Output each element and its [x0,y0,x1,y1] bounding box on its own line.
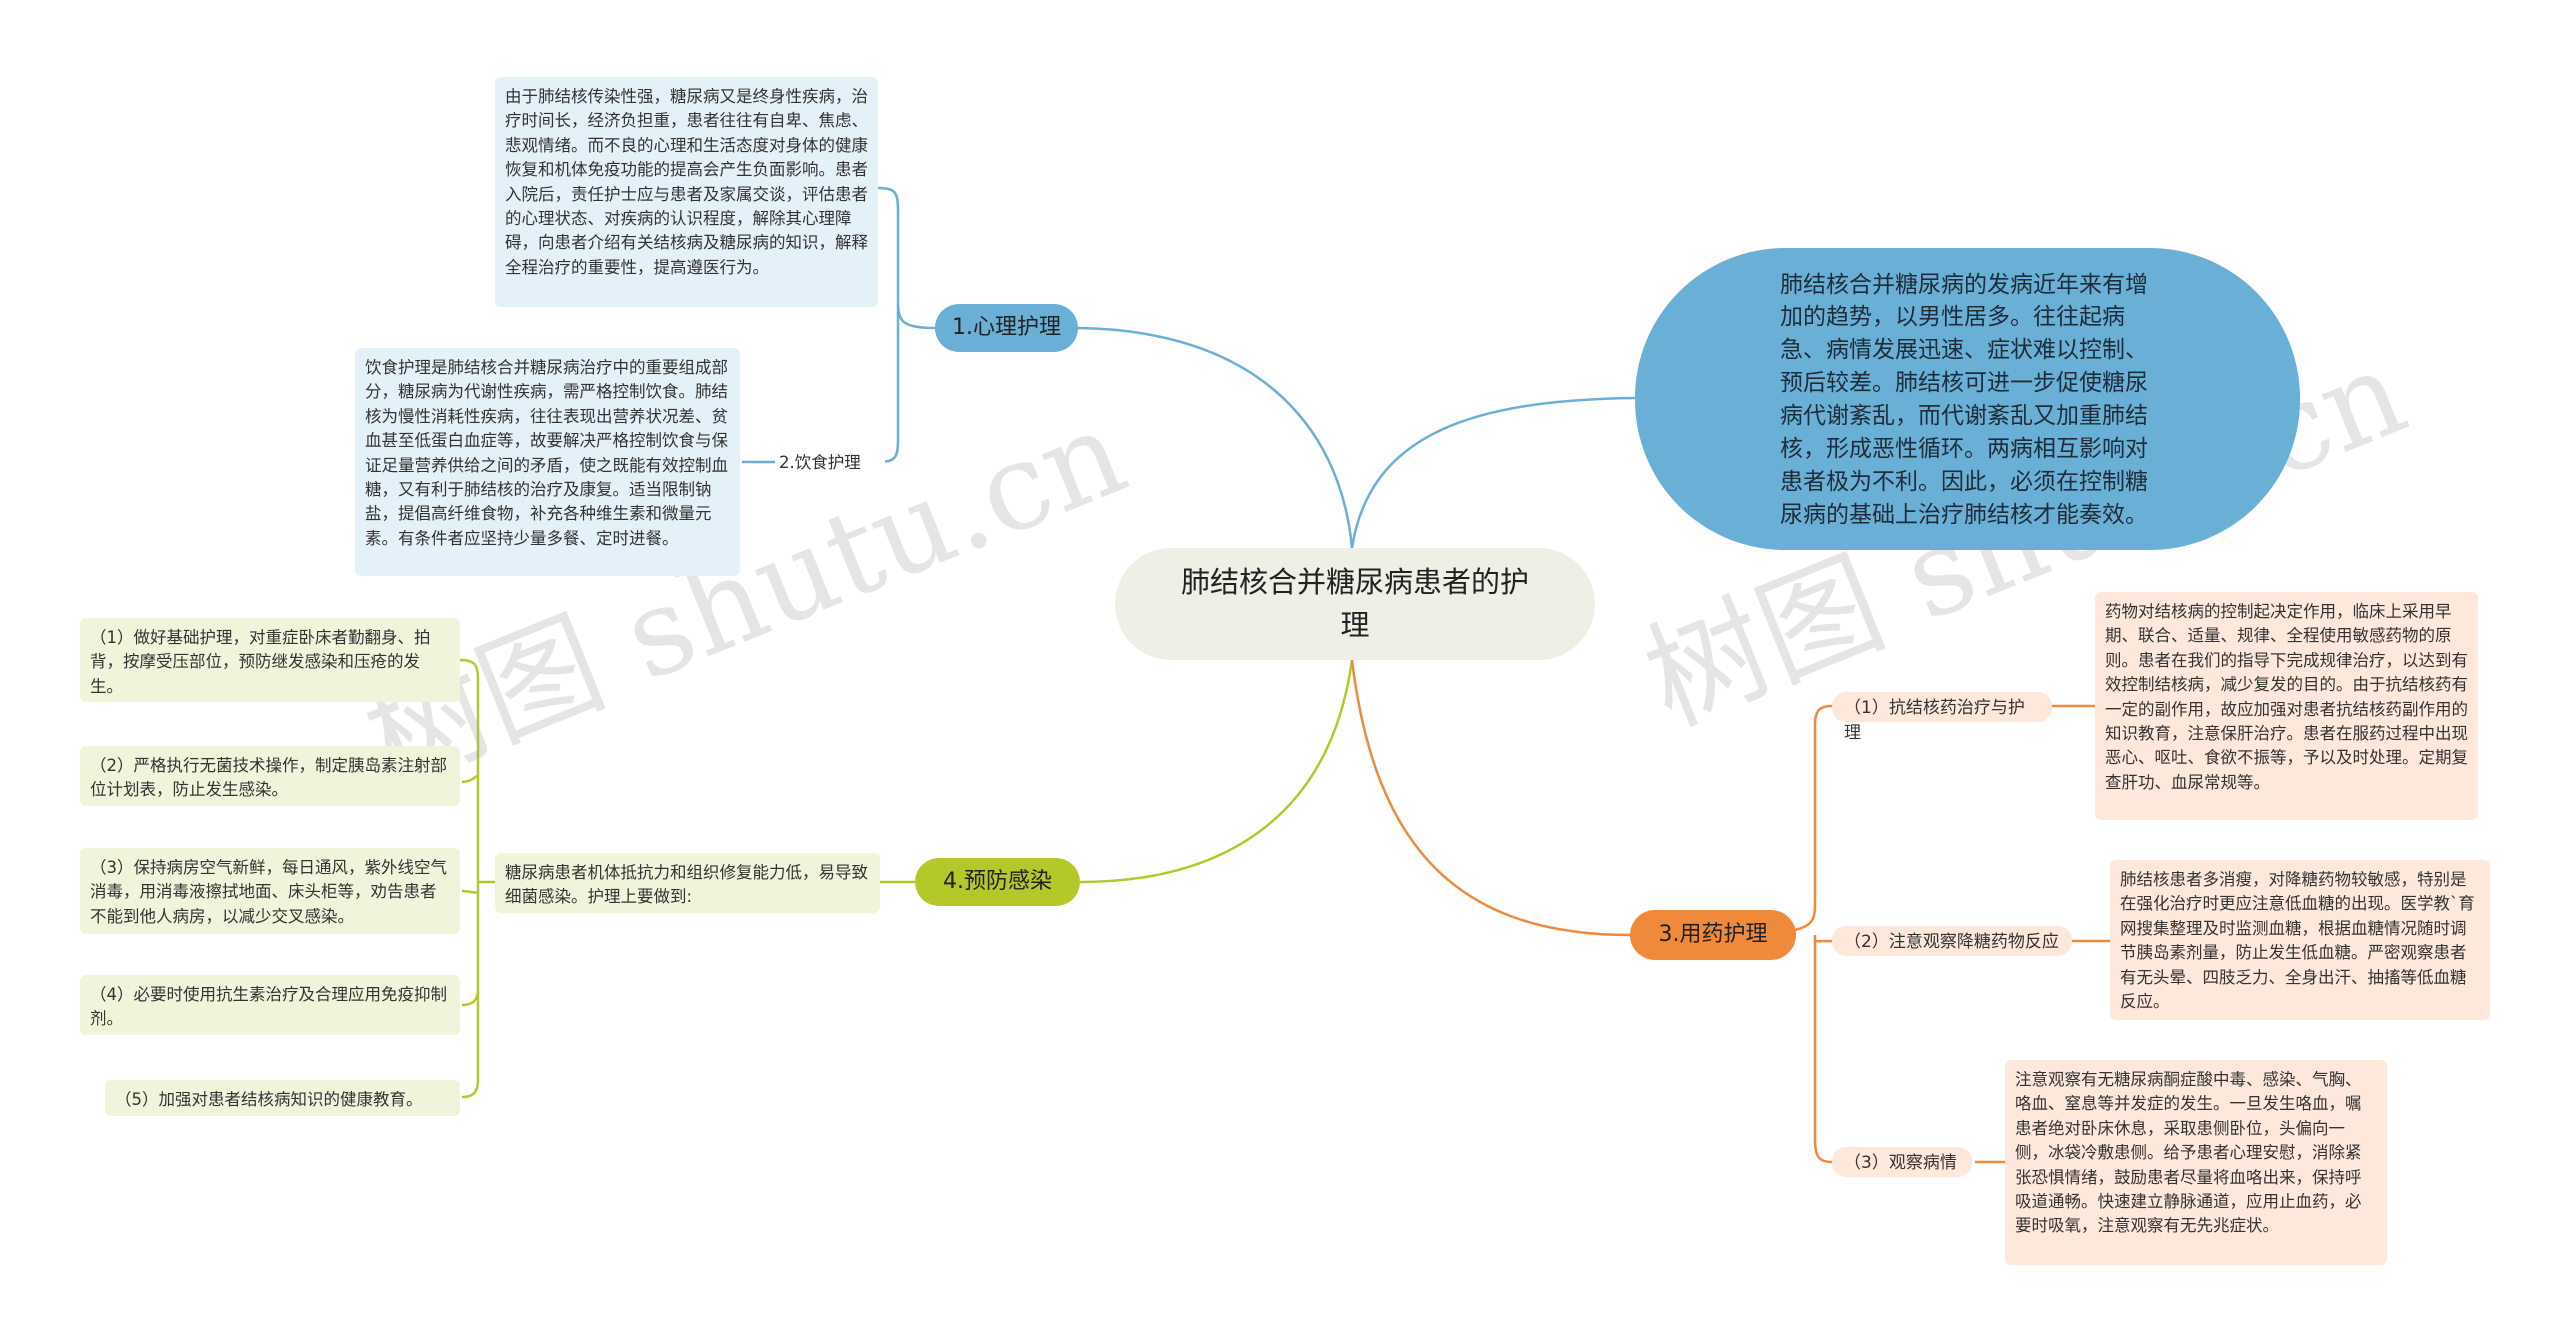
infection-item-3[interactable]: （3）保持病房空气新鲜，每日通风，紫外线空气消毒，用消毒液擦拭地面、床头柜等，劝… [80,848,460,934]
branch-medication-care-label: 3.用药护理 [1658,921,1768,947]
med-item-1-content: 药物对结核病的控制起决定作用，临床上采用早期、联合、适量、规律、全程使用敏感药物… [2105,602,2468,792]
central-topic[interactable]: 肺结核合并糖尿病患者的护理 [1115,548,1595,660]
connector-center-b3 [1350,659,1631,937]
med-item-3-title: （3）观察病情 [1844,1153,1957,1173]
connector-b1-bracket [877,186,936,464]
branch-infection-prevention[interactable]: 4.预防感染 [915,858,1080,906]
central-topic-label: 肺结核合并糖尿病患者的护理 [1180,565,1529,642]
infection-item-2[interactable]: （2）严格执行无菌技术操作，制定胰岛素注射部位计划表，防止发生感染。 [80,746,460,806]
sub-diet-care[interactable]: 2.饮食护理 [775,448,885,478]
diet-care-text[interactable]: 饮食护理是肺结核合并糖尿病治疗中的重要组成部分，糖尿病为代谢性疾病，需严格控制饮… [355,348,740,576]
infection-item-4[interactable]: （4）必要时使用抗生素治疗及合理应用免疫抑制剂。 [80,975,460,1035]
infection-item-5[interactable]: （5）加强对患者结核病知识的健康教育。 [105,1080,460,1116]
connector-b4-bracket [459,658,495,1099]
med-item-2-title: （2）注意观察降糖药物反应 [1844,932,2059,952]
infection-item-1[interactable]: （1）做好基础护理，对重症卧床者勤翻身、拍背，按摩受压部位，预防继发感染和压疮的… [80,618,460,702]
branch-infection-prevention-label: 4.预防感染 [943,868,1052,894]
infection-item-2-content: （2）严格执行无菌技术操作，制定胰岛素注射部位计划表，防止发生感染。 [90,756,447,800]
infection-intro-content: 糖尿病患者机体抵抗力和组织修复能力低，易导致细菌感染。护理上要做到: [505,863,868,907]
infection-item-3-content: （3）保持病房空气新鲜，每日通风，紫外线空气消毒，用消毒液擦拭地面、床头柜等，劝… [90,858,447,926]
med-item-2-text[interactable]: 肺结核患者多消瘦，对降糖药物较敏感，特别是在强化治疗时更应注意低血糖的出现。医学… [2110,860,2490,1020]
infection-intro-text[interactable]: 糖尿病患者机体抵抗力和组织修复能力低，易导致细菌感染。护理上要做到: [495,853,880,913]
sub-diet-care-label: 2.饮食护理 [779,453,861,472]
connector-center-b1 [1077,326,1354,549]
connector-center-b4 [1079,659,1354,884]
branch-medication-care[interactable]: 3.用药护理 [1630,910,1796,960]
med-item-1-text[interactable]: 药物对结核病的控制起决定作用，临床上采用早期、联合、适量、规律、全程使用敏感药物… [2095,592,2478,820]
psychological-care-text[interactable]: 由于肺结核传染性强，糖尿病又是终身性疾病，治疗时间长，经济负担重，患者往往有自卑… [495,77,878,307]
med-item-2-content: 肺结核患者多消瘦，对降糖药物较敏感，特别是在强化治疗时更应注意低血糖的出现。医学… [2120,870,2475,1012]
med-item-1-title: （1）抗结核药治疗与护理 [1844,698,2025,744]
med-item-2-label[interactable]: （2）注意观察降糖药物反应 [1832,926,2072,956]
connector-center-summary [1350,396,1636,549]
med-item-3-text[interactable]: 注意观察有无糖尿病酮症酸中毒、感染、气胸、咯血、窒息等并发症的发生。一旦发生咯血… [2005,1060,2387,1265]
summary-node[interactable]: 肺结核合并糖尿病的发病近年来有增加的趋势，以男性居多。往往起病急、病情发展迅速、… [1635,248,2300,550]
diet-care-content: 饮食护理是肺结核合并糖尿病治疗中的重要组成部分，糖尿病为代谢性疾病，需严格控制饮… [365,358,728,548]
med-item-1-label[interactable]: （1）抗结核药治疗与护理 [1832,692,2052,743]
infection-item-4-content: （4）必要时使用抗生素治疗及合理应用免疫抑制剂。 [90,985,447,1029]
branch-psychological-care-label: 1.心理护理 [952,314,1061,340]
summary-text: 肺结核合并糖尿病的发病近年来有增加的趋势，以男性居多。往往起病急、病情发展迅速、… [1780,271,2148,528]
branch-psychological-care[interactable]: 1.心理护理 [935,304,1078,352]
med-item-3-content: 注意观察有无糖尿病酮症酸中毒、感染、气胸、咯血、窒息等并发症的发生。一旦发生咯血… [2015,1070,2362,1236]
med-item-3-label[interactable]: （3）观察病情 [1832,1147,1972,1177]
infection-item-1-content: （1）做好基础护理，对重症卧床者勤翻身、拍背，按摩受压部位，预防继发感染和压疮的… [90,628,431,696]
psychological-care-content: 由于肺结核传染性强，糖尿病又是终身性疾病，治疗时间长，经济负担重，患者往往有自卑… [505,87,868,277]
infection-item-5-content: （5）加强对患者结核病知识的健康教育。 [115,1090,423,1109]
